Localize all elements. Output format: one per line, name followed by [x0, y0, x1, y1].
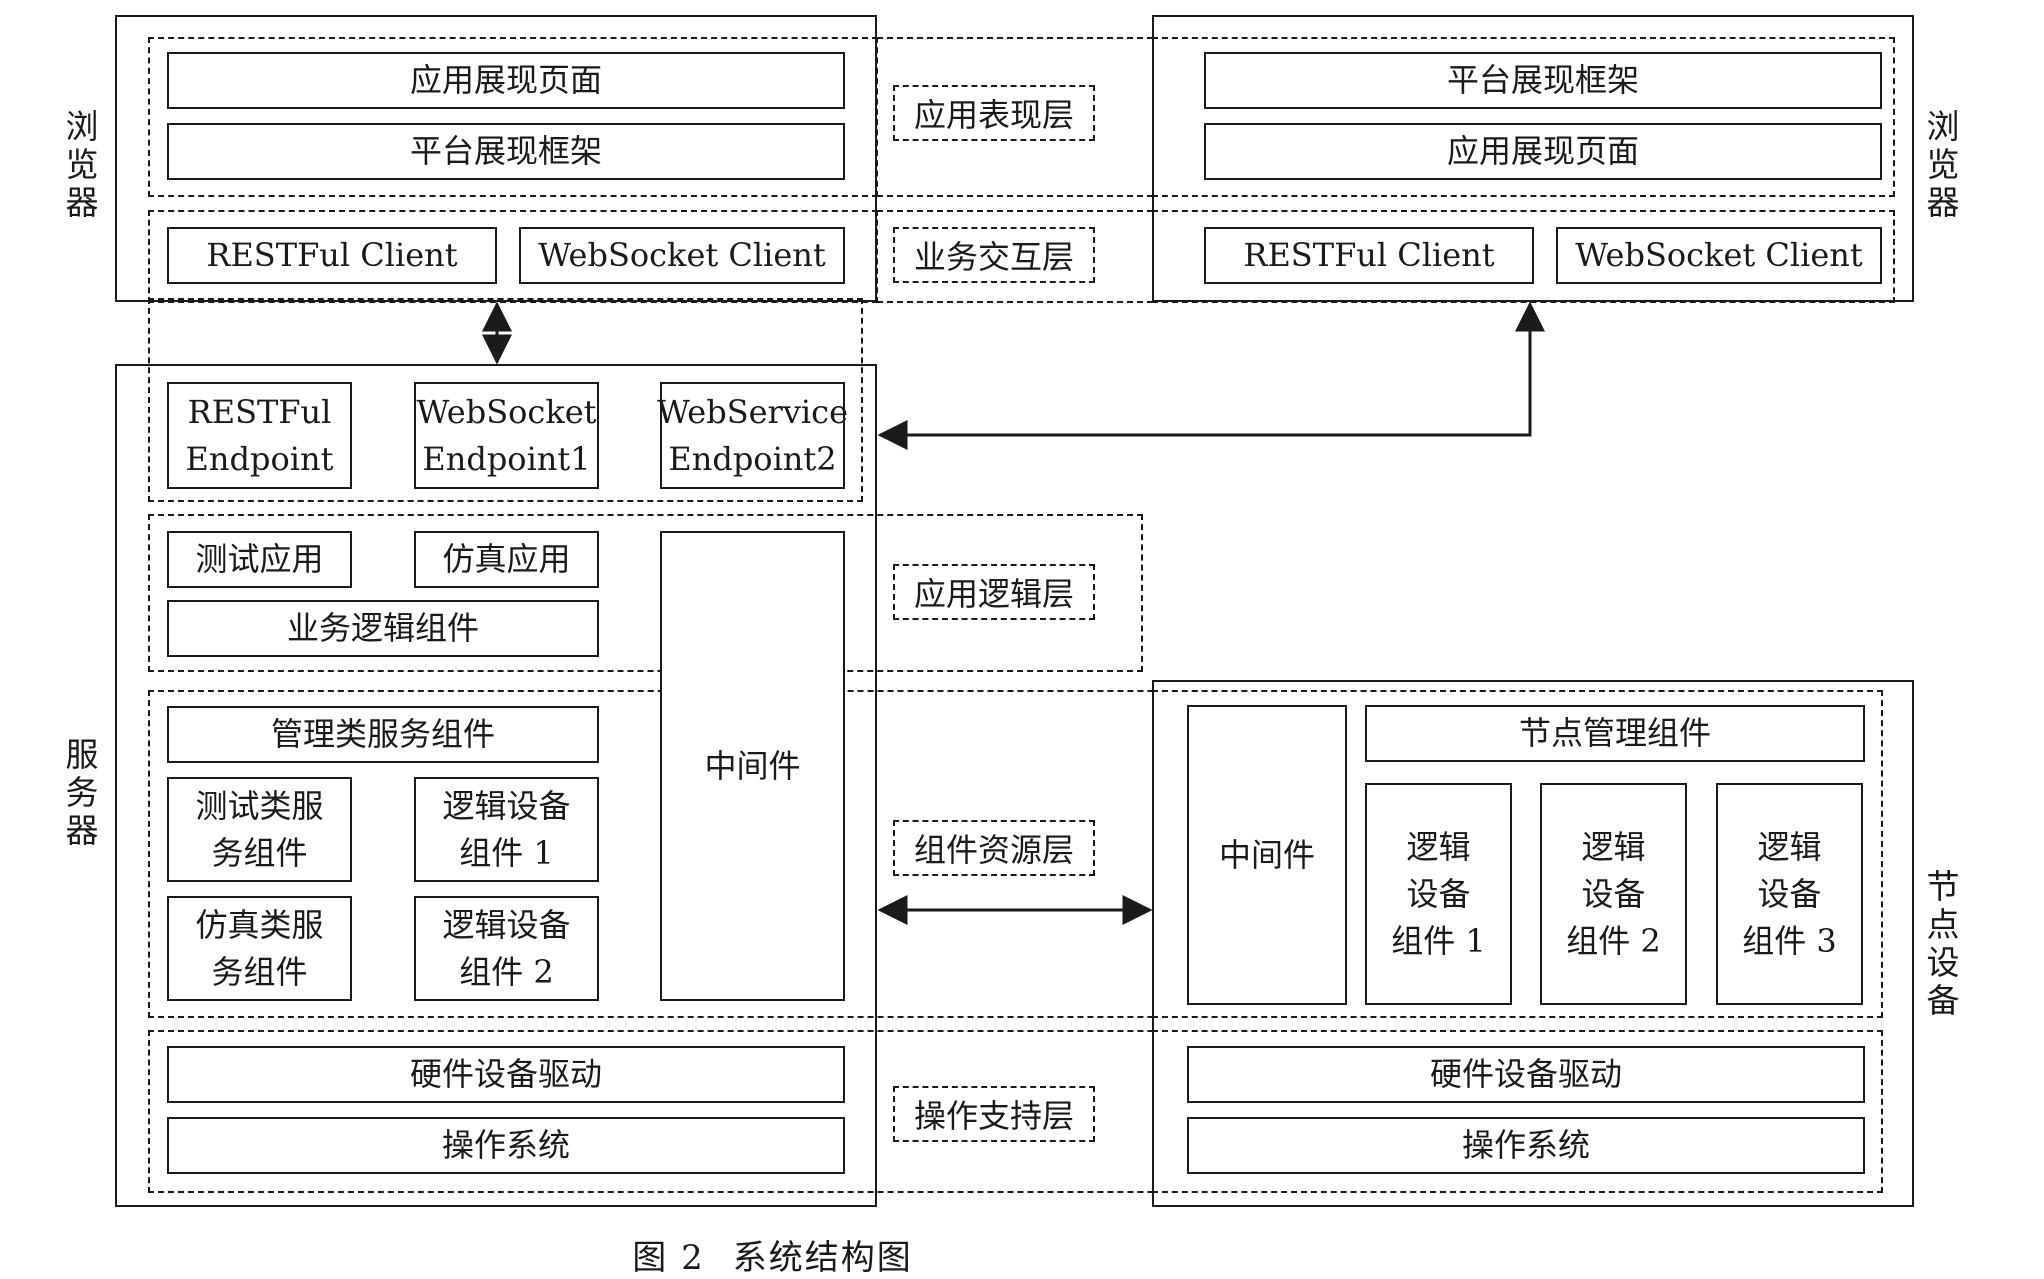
figure-number: 图 2: [632, 1238, 705, 1278]
node-logic-device-1: 逻辑 设备 组件 1: [1365, 783, 1512, 1005]
server-business-logic: 业务逻辑组件: [167, 600, 599, 657]
browser-left-interaction-group: [148, 210, 878, 303]
interaction-band-connector-bottom: [877, 301, 1153, 303]
browser-left-label: 浏览器: [65, 107, 99, 222]
server-hw-driver: 硬件设备驱动: [167, 1046, 845, 1103]
server-test-service: 测试类服 务组件: [167, 777, 352, 882]
layer-tag-logic: 应用逻辑层: [893, 564, 1095, 620]
layer-tag-presentation: 应用表现层: [893, 85, 1095, 141]
browser-right-websocket-client: WebSocket Client: [1556, 227, 1882, 284]
server-logic-group: [148, 514, 1143, 672]
browser-left-platform-framework: 平台展现框架: [167, 123, 845, 180]
node-label: 节点设备: [1926, 867, 1960, 1020]
server-label: 服务器: [65, 735, 99, 850]
server-os: 操作系统: [167, 1117, 845, 1174]
server-mgmt-service: 管理类服务组件: [167, 706, 599, 763]
layer-tag-support: 操作支持层: [893, 1086, 1095, 1142]
node-resource-group: [1152, 690, 1883, 1018]
browser-right-server-arrow: [877, 301, 1545, 450]
server-middleware: 中间件: [660, 531, 845, 1001]
browser-right-platform-framework: 平台展现框架: [1204, 52, 1882, 109]
browser-right-label: 浏览器: [1926, 107, 1960, 222]
node-hw-driver: 硬件设备驱动: [1187, 1046, 1865, 1103]
layer-tag-interaction: 业务交互层: [893, 227, 1095, 283]
presentation-band-connector: [877, 37, 1153, 39]
node-os: 操作系统: [1187, 1117, 1865, 1174]
layer-tag-resource: 组件资源层: [893, 820, 1095, 876]
server-endpoint-group: [148, 298, 863, 502]
figure-title: 系统结构图: [732, 1238, 913, 1278]
server-webservice-endpoint2: WebService Endpoint2: [657, 382, 848, 489]
presentation-band-connector-bottom: [877, 195, 1153, 197]
server-websocket-endpoint1: WebSocket Endpoint1: [414, 382, 599, 489]
server-restful-endpoint: RESTFul Endpoint: [167, 382, 352, 489]
node-logic-device-2: 逻辑 设备 组件 2: [1540, 783, 1687, 1005]
browser-left-restful-client: RESTFul Client: [167, 227, 497, 284]
browser-left-websocket-client: WebSocket Client: [519, 227, 845, 284]
server-sim-app: 仿真应用: [414, 531, 599, 588]
browser-right-restful-client: RESTFul Client: [1204, 227, 1534, 284]
browser-left-app-page: 应用展现页面: [167, 52, 845, 109]
node-middleware: 中间件: [1187, 705, 1347, 1005]
server-logic-device-1: 逻辑设备 组件 1: [414, 777, 599, 882]
node-mgmt-component: 节点管理组件: [1365, 705, 1865, 762]
server-test-app: 测试应用: [167, 531, 352, 588]
node-support-group: [1152, 1030, 1883, 1193]
figure-caption: 图 2 系统结构图: [0, 1230, 1545, 1279]
server-logic-device-2: 逻辑设备 组件 2: [414, 896, 599, 1001]
browser-right-presentation-group: [1152, 37, 1895, 197]
browser-right-app-page: 应用展现页面: [1204, 123, 1882, 180]
node-logic-device-3: 逻辑 设备 组件 3: [1716, 783, 1863, 1005]
server-sim-service: 仿真类服 务组件: [167, 896, 352, 1001]
browser-left-presentation-group: [148, 37, 878, 197]
interaction-band-connector: [877, 210, 1153, 212]
